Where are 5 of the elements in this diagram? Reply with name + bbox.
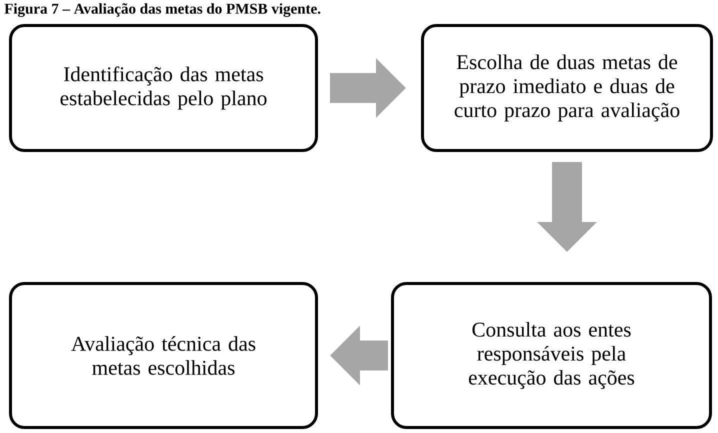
process-box: Avaliação técnica das metas escolhidas (9, 282, 318, 429)
process-box: Identificação das metas estabelecidas pelo plano (9, 24, 318, 152)
figure-title: Figura 7 – Avaliação das metas do PMSB vigente. (4, 3, 320, 17)
process-box: Escolha de duas metas de prazo imediato e duas de curto prazo para avaliação (421, 24, 713, 152)
process-box: Consulta aos entes responsáveis pela execução das ações (391, 282, 712, 429)
